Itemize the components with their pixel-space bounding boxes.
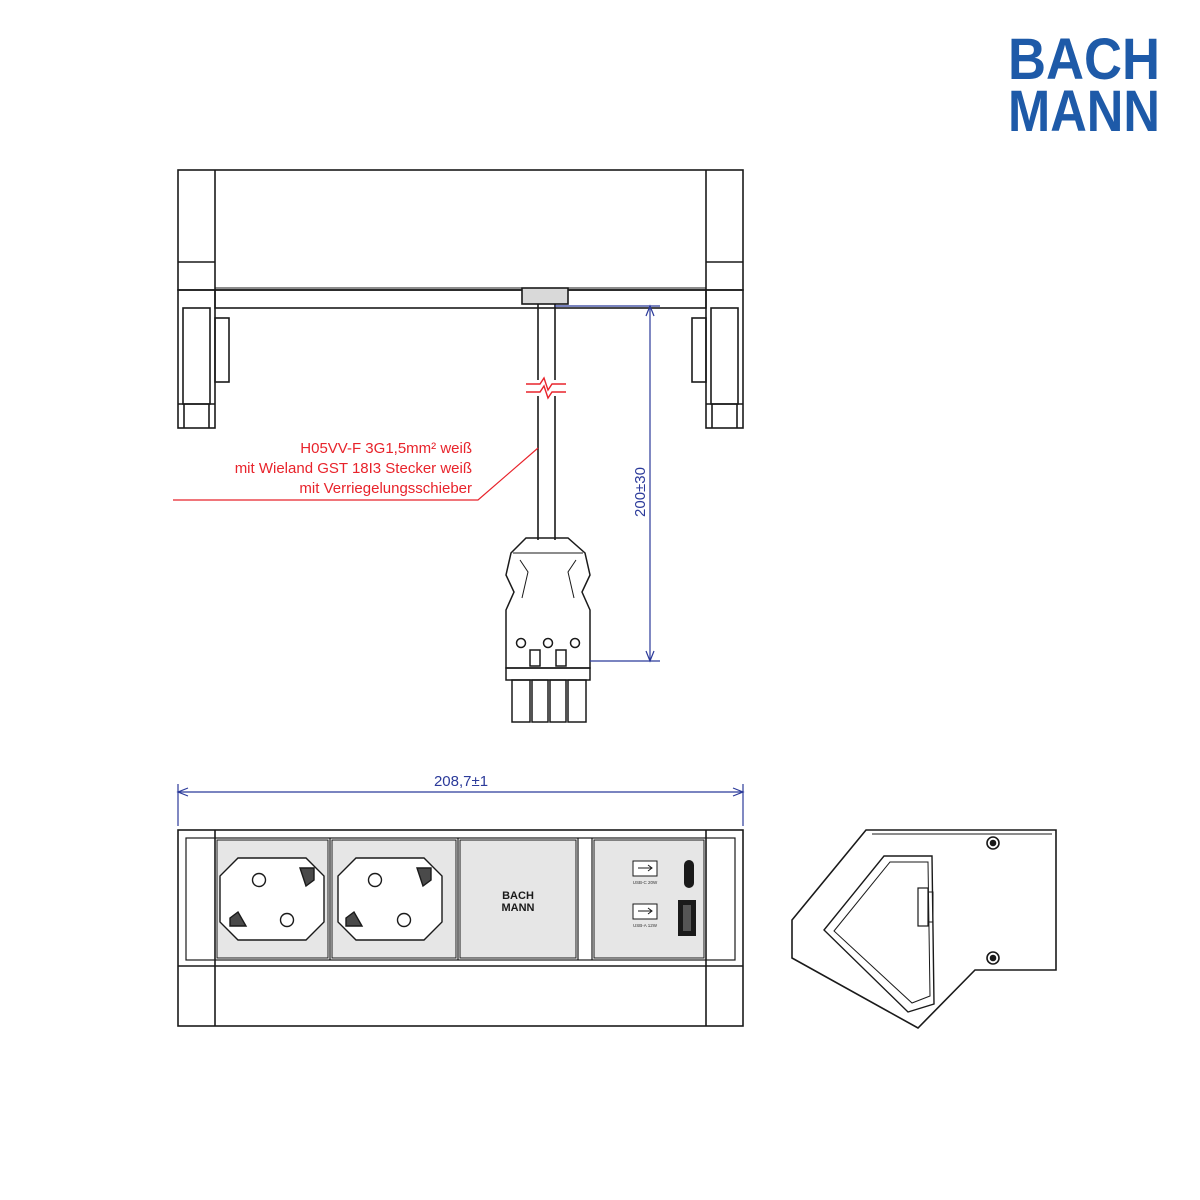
cable-annotation: H05VV-F 3G1,5mm² weiß mit Wieland GST 18… [173,440,539,501]
screw-bottom-icon [986,951,1000,965]
cable-grommet [521,287,569,305]
cable-label-line-1: H05VV-F 3G1,5mm² weiß [300,440,472,457]
top-view-housing [177,169,744,429]
width-value: 208,7±1 [434,773,488,790]
left-clamp [177,289,230,429]
cable [537,304,556,540]
usb-a-label: USB-A 12W [633,923,658,928]
cable-break-mark [526,376,566,400]
front-housing [177,829,744,1027]
logo-module: BACH MANN [459,839,577,959]
usb-c-port [684,860,694,888]
mounting-plate [214,289,707,309]
right-clamp [691,289,744,429]
front-view [177,829,744,1027]
module-logo-line-2: MANN [502,902,535,914]
brand-logo: BACH MANN [1008,27,1160,144]
housing-body [177,169,744,291]
wieland-plug [505,537,591,723]
cable-label-line-2: mit Wieland GST 18I3 Stecker weiß [235,460,472,477]
screw-top-icon [986,836,1000,850]
side-profile-view [791,829,1057,1029]
logo-line-2: MANN [1008,79,1160,144]
schuko-socket-1 [216,839,329,959]
schuko-socket-2 [331,839,457,959]
width-dimension [176,784,745,826]
module-logo-line-1: BACH [502,890,534,902]
cable-length-dimension [555,304,660,663]
usb-c-label: USB-C 20W [633,880,658,885]
usb-module: USB-C 20W USB-A 12W [593,839,705,959]
cable-length-value: 200±30 [632,467,649,517]
cable-label-line-3: mit Verriegelungsschieber [299,480,472,497]
logo-line-1: BACH [1008,27,1160,92]
